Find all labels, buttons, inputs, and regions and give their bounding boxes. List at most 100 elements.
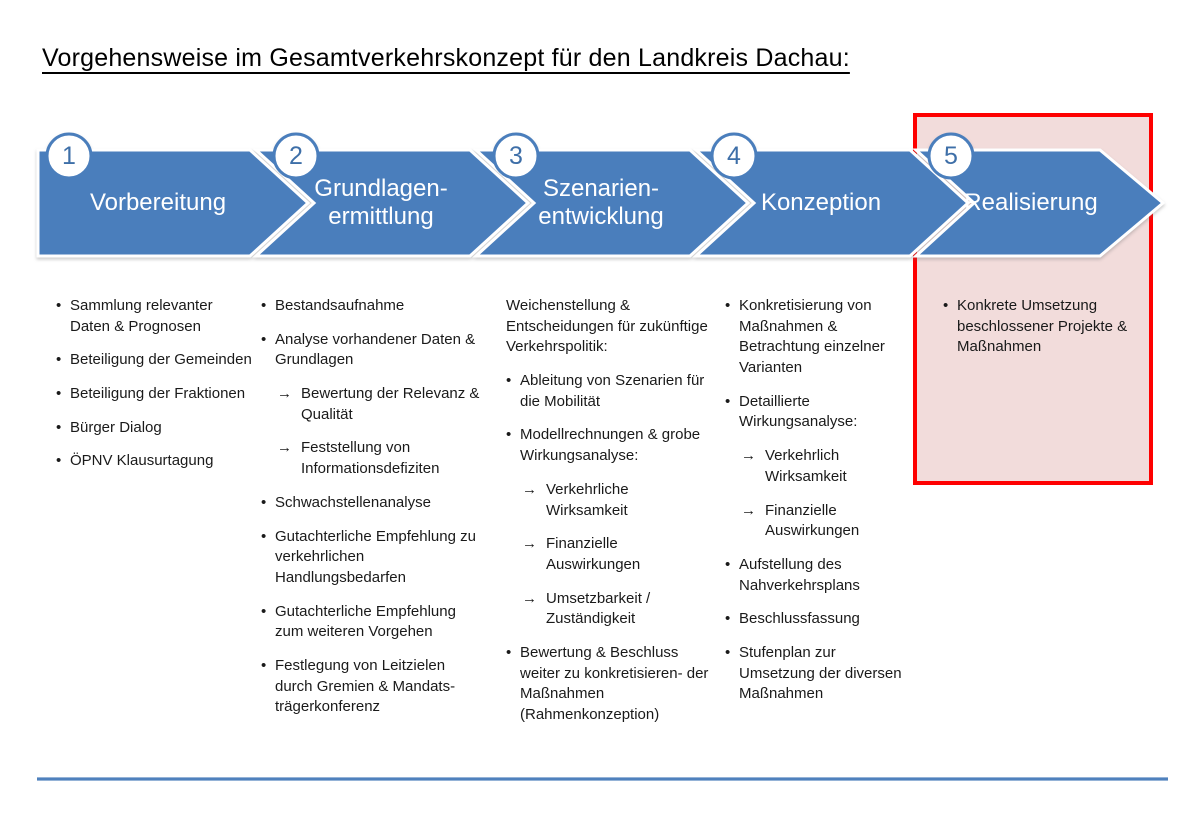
phase-number-5: 5 bbox=[944, 141, 958, 170]
phase-label-grundlagenermittlung: Grundlagen- ermittlung bbox=[314, 174, 448, 230]
phase-number-circle-2 bbox=[272, 132, 320, 180]
list-item: • Beteiligung der Fraktionen bbox=[56, 384, 252, 405]
phase-number-circle-3 bbox=[492, 132, 540, 180]
list-item-text: ÖPNV Klausurtagung bbox=[70, 452, 214, 470]
phase-label-szenarienentwicklung: Szenarien- entwicklung bbox=[538, 174, 664, 230]
list-item-text: Beteiligung der Fraktionen bbox=[70, 385, 246, 403]
phase-label-realisierung: Realisierung bbox=[964, 188, 1098, 216]
bullet-marker: • bbox=[725, 297, 731, 314]
list-item-text: Bürger Dialog bbox=[70, 418, 162, 436]
list-item-text: Finanzielle Auswirkungen bbox=[765, 501, 860, 540]
phase-number-circle-4 bbox=[710, 132, 758, 180]
list-item-text: Bewertung & Beschluss weiter zu konkreti… bbox=[520, 643, 709, 723]
bottom-rule bbox=[37, 777, 1168, 781]
phase-column-vorbereitung: • Sammlung relevanter Daten & Prognosen … bbox=[56, 296, 252, 485]
list-item-text: Schwachstellenanalyse bbox=[275, 493, 431, 511]
list-item-text: Aufstellung des Nahverkehrsplans bbox=[739, 555, 860, 594]
phase-arrow-5 bbox=[912, 148, 1166, 258]
bullet-marker: • bbox=[261, 493, 267, 511]
list-item-text: Beschlussfassung bbox=[739, 610, 860, 628]
bullet-marker: • bbox=[725, 610, 731, 628]
list-item: • Bewertung & Beschluss weiter zu konkre… bbox=[506, 643, 714, 726]
list-item: → Bewertung der Relevanz & Qualität bbox=[277, 384, 483, 425]
list-item: • Gutachterliche Empfehlung zum weiteren… bbox=[261, 602, 483, 643]
list-item: → Verkehrlich Wirksamkeit bbox=[741, 446, 909, 487]
list-item-text: Festlegung von Leitzielen durch Gremien … bbox=[275, 656, 456, 716]
list-item-text: Konkretisierung von Maßnahmen & Betracht… bbox=[739, 297, 885, 377]
bullet-marker: • bbox=[56, 385, 62, 403]
list-item-text: Stufenplan zur Umsetzung der diversen Ma… bbox=[739, 643, 902, 703]
bullet-marker: • bbox=[725, 643, 731, 661]
bullet-marker: • bbox=[261, 330, 267, 348]
list-item: → Umsetzbarkeit / Zuständigkeit bbox=[522, 589, 714, 630]
list-item-text: Sammlung relevanter Daten & Prognosen bbox=[70, 297, 213, 335]
list-item-text: Konkrete Umsetzung beschlossener Projekt… bbox=[957, 297, 1128, 356]
list-item: → Feststellung von Informationsdefiziten bbox=[277, 438, 483, 479]
list-item: → Finanzielle Auswirkungen bbox=[522, 534, 714, 575]
bullet-marker: • bbox=[56, 297, 62, 314]
list-item-text: Gutachterliche Empfehlung zum weiteren V… bbox=[275, 602, 456, 641]
phase-arrow-2 bbox=[252, 148, 531, 258]
list-item: • Bestandsaufnahme bbox=[261, 296, 483, 317]
bullet-marker: • bbox=[725, 555, 731, 573]
list-item-text: Beteiligung der Gemeinden bbox=[70, 351, 252, 369]
bullet-marker: • bbox=[506, 426, 512, 444]
phase-number-circle-5 bbox=[927, 132, 975, 180]
list-item: • Aufstellung des Nahverkehrsplans bbox=[725, 555, 909, 596]
bullet-marker: → bbox=[741, 447, 756, 465]
list-item: • Konkretisierung von Maßnahmen & Betrac… bbox=[725, 296, 909, 379]
bullet-marker: • bbox=[56, 351, 62, 369]
list-item-text: Bewertung der Relevanz & Qualität bbox=[301, 385, 480, 423]
bullet-marker: • bbox=[261, 297, 267, 314]
list-item-text: Gutachterliche Empfehlung zu verkehrlich… bbox=[275, 527, 476, 586]
bullet-marker: • bbox=[506, 643, 512, 661]
phase-column-realisierung: • Konkrete Umsetzung beschlossener Proje… bbox=[943, 296, 1143, 371]
list-item: • Detaillierte Wirkungsanalyse: bbox=[725, 392, 909, 433]
bullet-marker: • bbox=[725, 392, 731, 410]
list-item-text: Bestandsaufnahme bbox=[275, 297, 405, 314]
list-item-text: Modellrechnungen & grobe Wirkungsanalyse… bbox=[520, 426, 701, 465]
list-item-text: Verkehrlich Wirksamkeit bbox=[765, 447, 847, 485]
bullet-marker: → bbox=[277, 385, 292, 403]
list-item: • ÖPNV Klausurtagung bbox=[56, 451, 252, 472]
bullet-marker: → bbox=[277, 439, 292, 457]
list-item: • Stufenplan zur Umsetzung der diversen … bbox=[725, 643, 909, 705]
bullet-marker: → bbox=[522, 535, 537, 553]
list-item-text: Umsetzbarkeit / Zuständigkeit bbox=[546, 589, 651, 628]
phase-column-grundlagenermittlung: • Bestandsaufnahme • Analyse vorhandener… bbox=[261, 296, 483, 731]
page-title: Vorgehensweise im Gesamtverkehrskonzept … bbox=[42, 44, 850, 72]
list-item: • Modellrechnungen & grobe Wirkungsanaly… bbox=[506, 425, 714, 466]
bullet-marker: → bbox=[522, 589, 537, 607]
phase-number-circle-1 bbox=[45, 132, 93, 180]
list-item: • Schwachstellenanalyse bbox=[261, 493, 483, 514]
bullet-marker: • bbox=[56, 452, 62, 470]
list-item-text: Finanzielle Auswirkungen bbox=[546, 535, 641, 573]
list-item-text: Feststellung von Informationsdefiziten bbox=[301, 439, 440, 478]
list-item: Weichenstellung & Entscheidungen für zuk… bbox=[506, 296, 714, 358]
bullet-marker: • bbox=[261, 527, 267, 545]
bullet-marker: • bbox=[56, 418, 62, 436]
list-item: • Beteiligung der Gemeinden bbox=[56, 350, 252, 371]
phase-number-4: 4 bbox=[727, 141, 741, 170]
list-item: • Bürger Dialog bbox=[56, 418, 252, 439]
list-item: → Finanzielle Auswirkungen bbox=[741, 501, 909, 542]
list-item: • Sammlung relevanter Daten & Prognosen bbox=[56, 296, 252, 337]
list-item: • Konkrete Umsetzung beschlossener Proje… bbox=[943, 296, 1143, 358]
list-item-text: Weichenstellung & Entscheidungen für zuk… bbox=[506, 297, 708, 356]
phase-arrow-4 bbox=[692, 148, 971, 258]
phase-arrow-3 bbox=[472, 148, 751, 258]
list-item: • Beschlussfassung bbox=[725, 609, 909, 630]
phase-label-konzeption: Konzeption bbox=[760, 188, 882, 216]
phase-number-3: 3 bbox=[509, 141, 523, 170]
list-item-text: Ableitung von Szenarien für die Mobilitä… bbox=[520, 372, 705, 410]
list-item-text: Verkehrliche Wirksamkeit bbox=[546, 480, 629, 519]
list-item: • Gutachterliche Empfehlung zu verkehrli… bbox=[261, 527, 483, 589]
list-item: • Festlegung von Leitzielen durch Gremie… bbox=[261, 656, 483, 718]
list-item-text: Analyse vorhandener Daten & Grundlagen bbox=[275, 330, 476, 369]
bullet-marker: • bbox=[261, 602, 267, 620]
phase-label-vorbereitung: Vorbereitung bbox=[89, 188, 227, 216]
phase-column-konzeption: • Konkretisierung von Maßnahmen & Betrac… bbox=[725, 296, 909, 718]
bullet-marker: • bbox=[943, 297, 949, 314]
